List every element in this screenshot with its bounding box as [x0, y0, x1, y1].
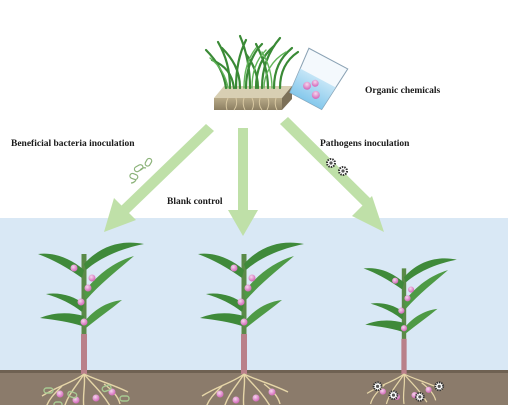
label-beneficial-bacteria-inoculation: Beneficial bacteria inoculation — [11, 139, 135, 149]
label-pathogens-inoculation: Pathogens inoculation — [320, 139, 410, 149]
beneficial-bacteria-icon — [129, 157, 153, 184]
label-organic-chemicals: Organic chemicals — [365, 86, 440, 96]
beaker-icon — [289, 47, 349, 111]
plant-pathogens — [364, 258, 457, 404]
arrow-to-pathogens — [280, 117, 384, 232]
sky-background — [0, 218, 508, 370]
arrow-to-blank-control — [228, 128, 258, 236]
arrow-to-beneficial — [104, 124, 214, 232]
pathogen-icon — [326, 158, 348, 176]
seedling-tray-icon — [204, 34, 300, 111]
label-blank-control: Blank control — [167, 197, 223, 207]
